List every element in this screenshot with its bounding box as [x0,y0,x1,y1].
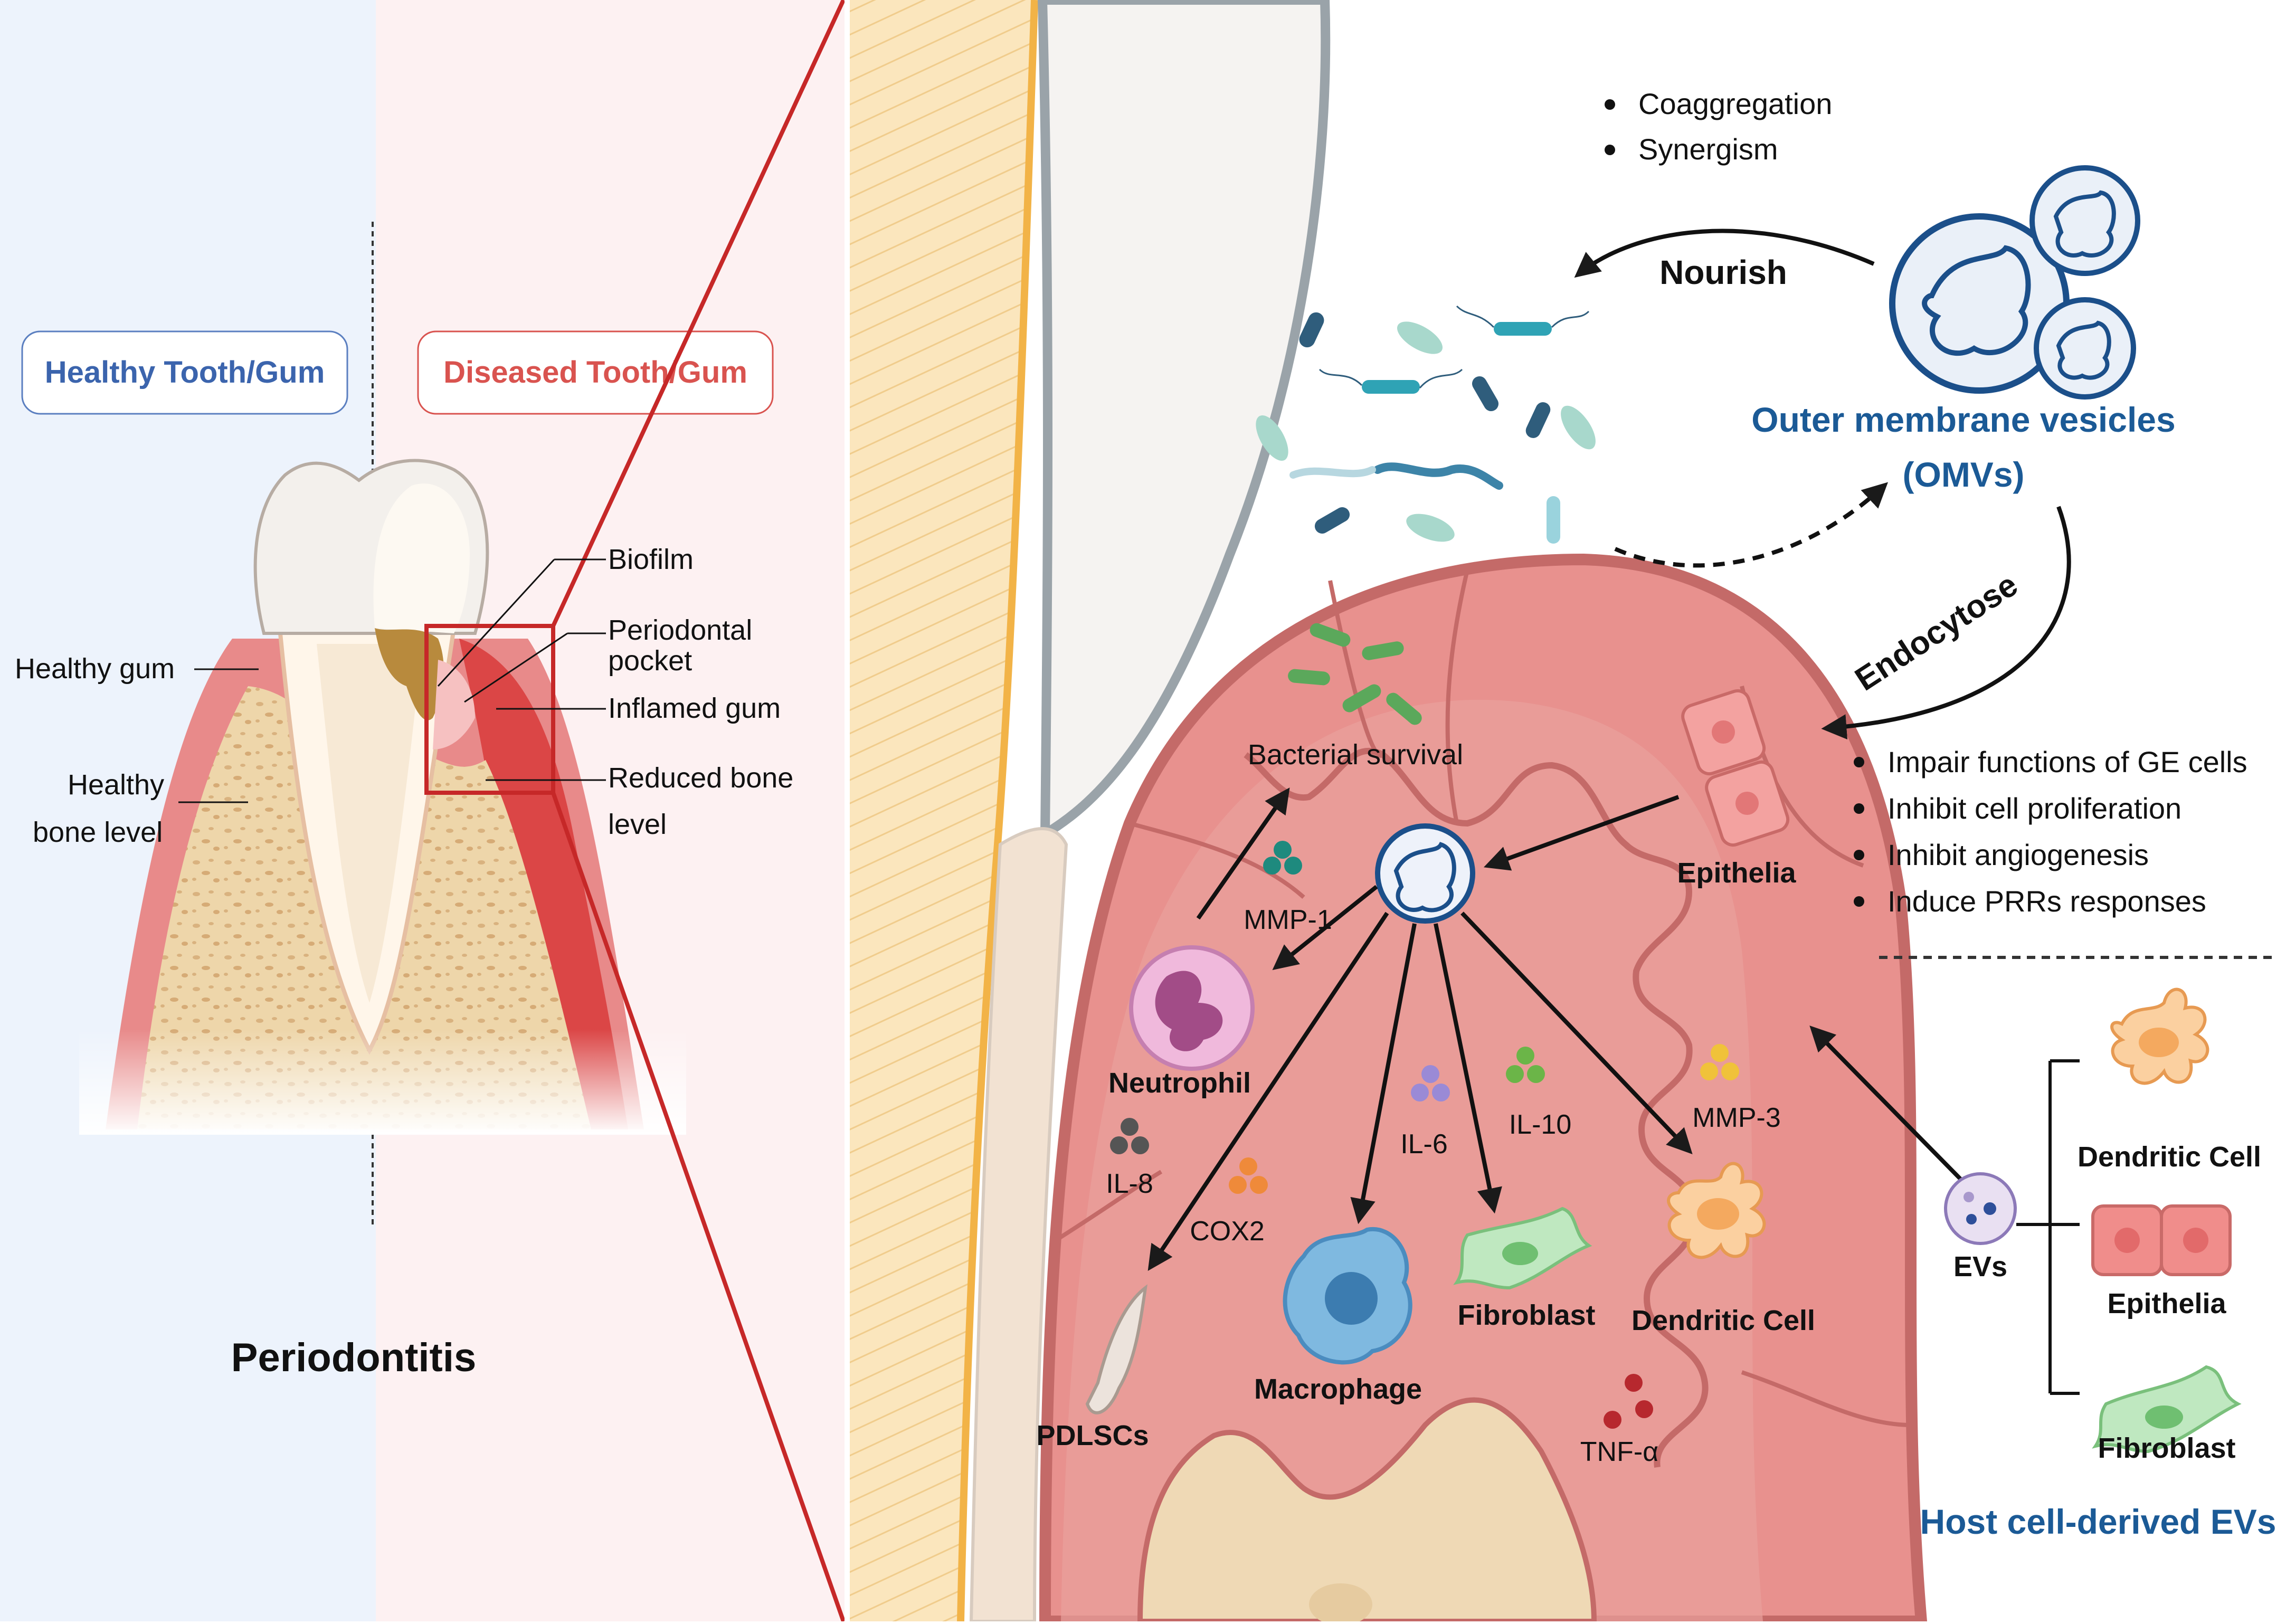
label-mmp3: MMP-3 [1692,1103,1781,1133]
label-healthy-bone-1: Healthy [68,769,164,801]
omv-effect-arrows [1147,787,1693,1271]
diseased-title: Diseased Tooth/Gum [443,355,747,390]
effect-0: Impair functions of GE cells [1887,745,2247,778]
label-healthy-bone-2: bone level [33,816,163,848]
label-il6: IL-6 [1400,1129,1448,1160]
ev-dendritic-cell [2110,987,2209,1085]
dendritic-cell [1667,1162,1766,1259]
mmp3-cluster [1700,1044,1739,1080]
label-ev-fibroblast: Fibroblast [2098,1432,2235,1464]
il6-cluster [1411,1065,1450,1101]
omv-title-1: Outer membrane vesicles [1751,400,2175,439]
omv-title-2: (OMVs) [1903,455,2025,494]
label-fibroblast: Fibroblast [1457,1299,1595,1331]
label-dendritic: Dendritic Cell [1631,1305,1815,1336]
cox2-cluster [1229,1157,1268,1194]
omv-vesicles [1889,165,2140,400]
pdlsc-cell [1085,1284,1147,1414]
label-inflamed-gum: Inflamed gum [608,692,781,724]
label-pocket-1: Periodontal [608,614,752,646]
bullet-list-top: Coaggregation Synergism [1605,87,1832,166]
label-tnfa: TNF-α [1580,1437,1658,1467]
label-neutrophil: Neutrophil [1108,1067,1251,1099]
bacteria-cluster [1256,305,1596,544]
label-mmp1: MMP-1 [1244,905,1332,935]
arrow-evs-to-tissue [1809,1025,1976,1194]
effect-2: Inhibit angiogenesis [1887,838,2149,871]
label-bacterial-survival: Bacterial survival [1248,739,1463,771]
bullet-coaggregation: Coaggregation [1638,87,1832,120]
intracellular-bacteria [1288,623,1422,725]
label-macrophage: Macrophage [1254,1373,1422,1405]
tnfa-cluster [1604,1374,1653,1429]
label-evs: EVs [1953,1251,2007,1283]
arrow-nourish [1574,229,1875,278]
il10-cluster [1506,1047,1545,1083]
healthy-title: Healthy Tooth/Gum [45,355,325,390]
arrow-bacteria-to-omv [1614,482,1889,568]
tooth-illustration [79,459,686,1135]
evs-bracket [2016,1059,2080,1395]
macrophage-cell [1283,1227,1412,1365]
label-epithelia: Epithelia [1677,857,1796,889]
epithelia-cells [1681,689,1790,847]
rete-ridges [1244,747,1709,1468]
condition-label: Periodontitis [231,1335,476,1380]
label-il10: IL-10 [1509,1109,1572,1140]
zoom-line-bottom [551,792,846,1622]
label-biofilm: Biofilm [608,544,694,575]
fibroblast-cell [1453,1207,1592,1290]
label-reduced-bone-2: level [608,809,667,840]
label-ev-dendritic: Dendritic Cell [2078,1141,2261,1173]
zoom-line-top [551,0,846,627]
host-evs-title: Host cell-derived EVs [1920,1502,2276,1541]
effects-list: Impair functions of GE cells Inhibit cel… [1854,745,2247,918]
label-pocket-2: pocket [608,645,692,677]
label-ev-epithelia: Epithelia [2107,1288,2226,1319]
label-reduced-bone-1: Reduced bone [608,762,793,794]
effect-3: Induce PRRs responses [1887,885,2206,918]
neutrophil-cell [1129,945,1255,1071]
label-cox2: COX2 [1190,1216,1265,1247]
periodontal-pocket [433,660,475,749]
diseased-title-box: Diseased Tooth/Gum [417,330,774,415]
ev-epithelia-cells [2091,1204,2232,1276]
alveolar-bone-crest [1137,1397,1597,1624]
bullet-synergism: Synergism [1638,132,1778,166]
label-il8: IL-8 [1106,1169,1153,1199]
evs-icon [1944,1172,2017,1245]
arrow-endocytose [1821,506,2071,740]
label-nourish: Nourish [1659,253,1787,291]
ev-fibroblast-cell [2092,1365,2242,1454]
left-labels: Healthy gum Healthy bone level Biofilm P… [15,544,793,848]
dentin-strip [850,0,1035,1621]
healthy-title-box: Healthy Tooth/Gum [21,330,348,415]
inflamed-gum-region [459,639,628,1129]
tooth-enamel-overlay [1037,0,1331,843]
label-pdlscs: PDLSCs [1036,1420,1149,1451]
label-healthy-gum: Healthy gum [15,653,175,685]
il8-cluster [1110,1118,1149,1154]
central-omv [1375,823,1475,924]
mmp1-cluster [1263,841,1302,875]
effect-1: Inhibit cell proliferation [1887,792,2181,825]
